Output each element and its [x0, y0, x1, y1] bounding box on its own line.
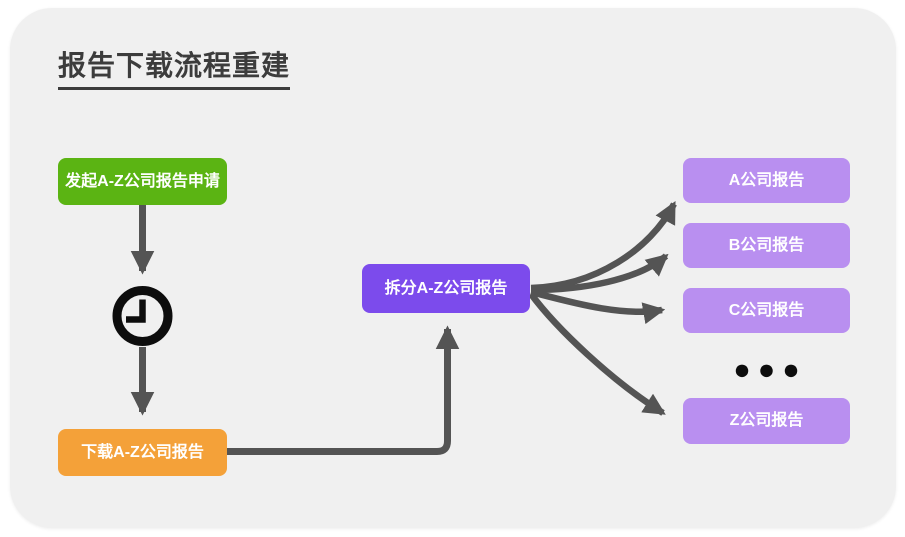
node-report-c: C公司报告	[683, 288, 850, 333]
arrow-split-to-report-b	[530, 253, 669, 294]
flowchart-card: 报告下载流程重建	[10, 8, 896, 528]
ellipsis-dots: ●●●	[733, 354, 807, 386]
node-download-report: 下载A-Z公司报告	[58, 429, 227, 476]
node-report-a: A公司报告	[683, 158, 850, 203]
node-report-z: Z公司报告	[683, 398, 850, 444]
arrow-split-to-report-z	[528, 292, 666, 416]
node-split-report: 拆分A-Z公司报告	[362, 264, 530, 313]
fanout-connectors	[528, 201, 677, 416]
arrow-split-to-report-c	[530, 288, 666, 325]
clock-icon	[112, 286, 173, 346]
node-report-b: B公司报告	[683, 223, 850, 268]
straight-connectors	[130, 204, 460, 455]
page-title: 报告下载流程重建	[58, 44, 291, 90]
arrow-download-to-split	[227, 325, 460, 455]
node-start-request: 发起A-Z公司报告申请	[58, 158, 227, 205]
arrow-split-to-report-a	[530, 201, 677, 292]
